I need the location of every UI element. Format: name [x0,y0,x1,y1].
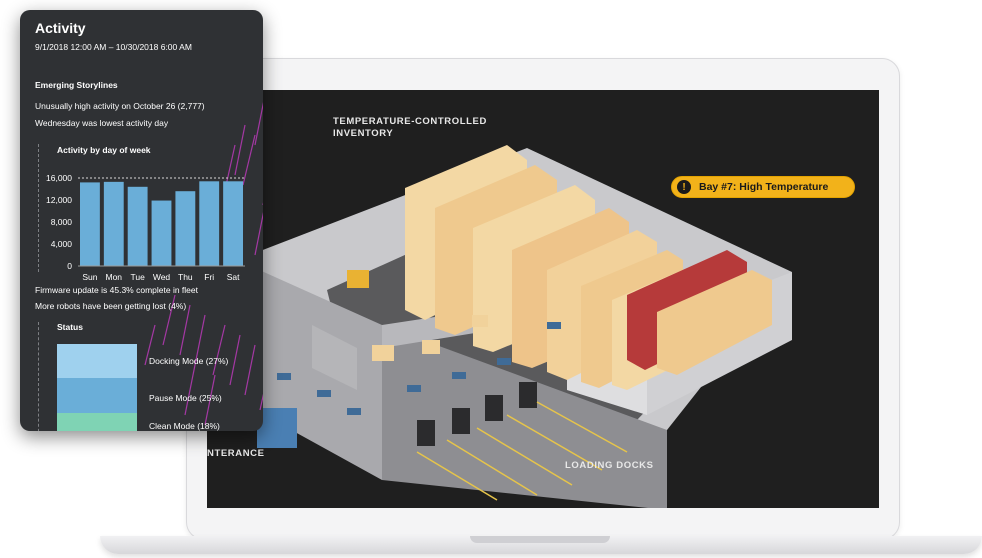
bar-tue[interactable] [127,186,148,266]
status-swatch-docking [57,344,137,378]
x-tick-label: Sat [227,272,240,282]
y-tick-label: 8,000 [51,217,73,227]
temperature-inventory-label: TEMPERATURE-CONTROLLED INVENTORY [333,116,487,140]
emerging-storylines-heading: Emerging Storylines [35,80,118,90]
loading-docks-label: LOADING DOCKS [565,460,654,471]
status-swatch-clean [57,413,137,431]
x-tick-label: Fri [204,272,214,282]
status-clean-label: Clean Mode (18%) [149,421,220,431]
y-tick-label: 12,000 [46,195,72,205]
bar-mon[interactable] [103,181,124,266]
note-item: More robots have been getting lost (4%) [35,301,187,311]
status-pause-label: Pause Mode (25%) [149,393,222,403]
status-frame [38,322,263,431]
bar-wed[interactable] [151,200,172,266]
chart-title: Activity by day of week [57,145,151,155]
bar-fri[interactable] [199,181,220,266]
x-tick-label: Tue [130,272,145,282]
status-docking-label: Docking Mode (27%) [149,356,229,366]
status-heading: Status [57,322,83,332]
temp-inventory-line2: INVENTORY [333,128,394,139]
warehouse-illustration [237,145,792,508]
x-tick-label: Thu [178,272,193,282]
x-tick-label: Wed [153,272,171,282]
pallet-racks [405,145,772,390]
bar-sat[interactable] [223,181,243,266]
date-range: 9/1/2018 12:00 AM – 10/30/2018 6:00 AM [35,42,192,52]
temp-inventory-line1: TEMPERATURE-CONTROLLED [333,116,487,127]
x-tick-label: Mon [106,272,123,282]
y-tick-label: 4,000 [51,239,73,249]
laptop-base [100,536,982,554]
alert-text: Bay #7: High Temperature [699,181,829,193]
status-swatch-pause [57,378,137,413]
entrance-label: NTERANCE [207,448,265,459]
x-tick-label: Sun [82,272,97,282]
y-tick-label: 16,000 [46,173,72,183]
bar-sun[interactable] [80,182,100,266]
panel-title: Activity [35,20,86,36]
note-item: Firmware update is 45.3% complete in fle… [35,285,198,295]
high-temperature-alert[interactable]: ! Bay #7: High Temperature [671,176,855,198]
activity-panel: Activity 9/1/2018 12:00 AM – 10/30/2018 … [20,10,263,431]
exclamation-icon: ! [677,180,691,194]
laptop-notch [470,536,610,543]
storyline-item: Wednesday was lowest activity day [35,118,169,128]
storyline-item: Unusually high activity on October 26 (2… [35,101,205,111]
y-tick-label: 0 [67,261,72,271]
warehouse-screen: TEMPERATURE-CONTROLLED INVENTORY NTERANC… [207,90,879,508]
chart-frame [38,144,263,272]
bar-thu[interactable] [175,191,196,266]
